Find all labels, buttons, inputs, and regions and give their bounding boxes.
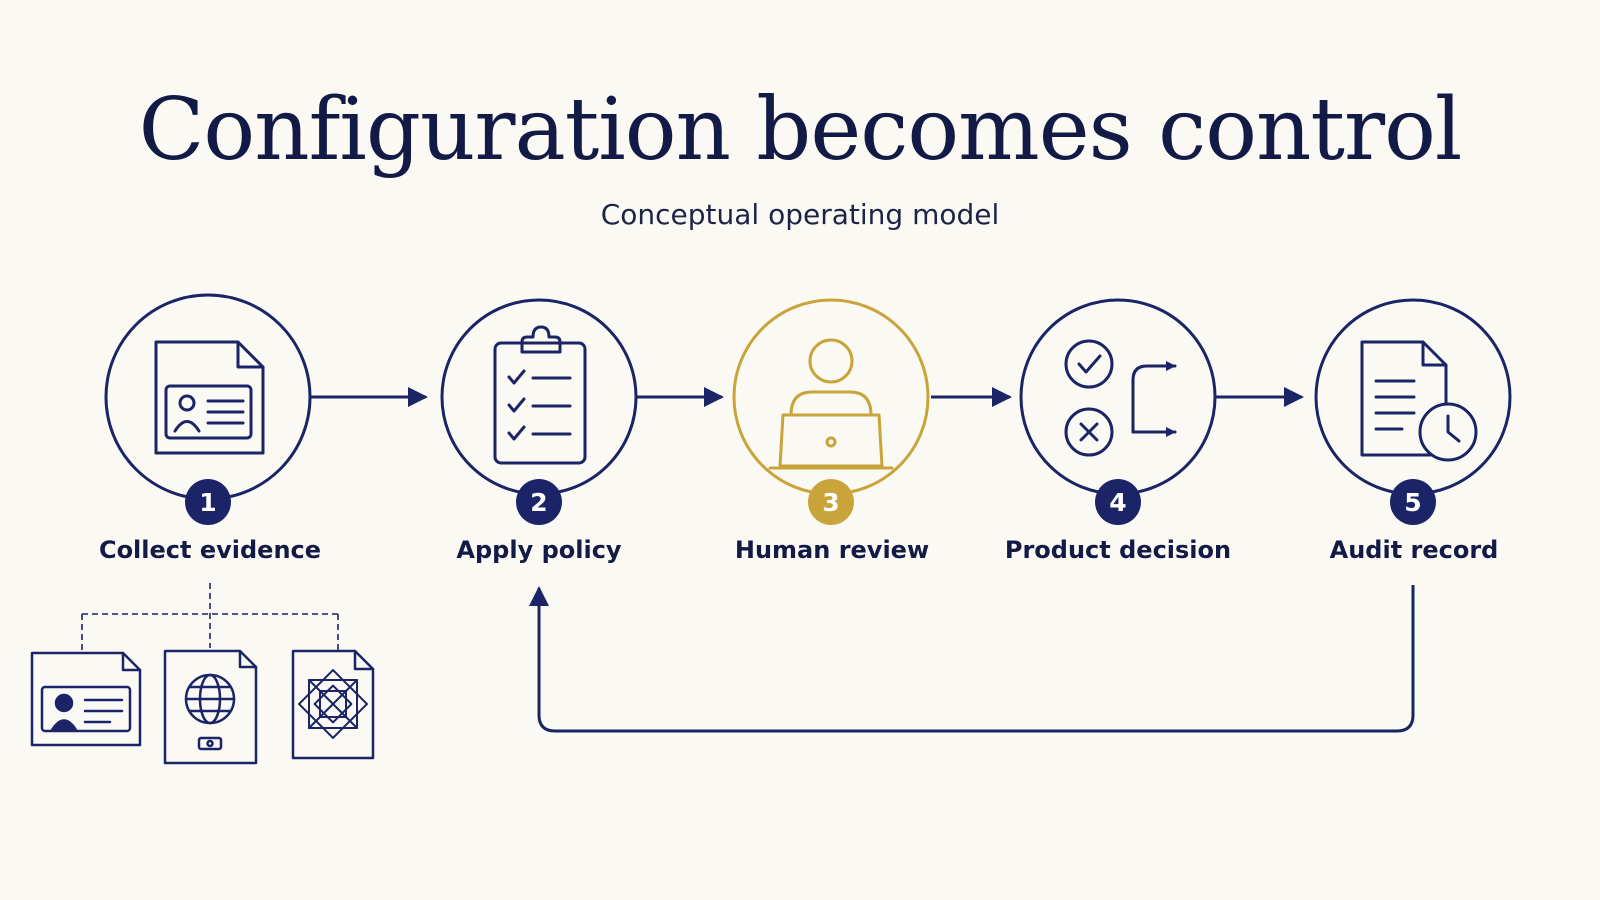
step-number-badge <box>185 479 231 525</box>
feedback-loop-arrow <box>529 585 1415 733</box>
approve-reject-branch-icon <box>1064 339 1177 457</box>
step-number-badge <box>516 479 562 525</box>
step-number: 1 <box>199 488 216 517</box>
step-label: Audit record <box>1330 536 1499 564</box>
id-card-document-icon <box>154 340 265 455</box>
step-label: Product decision <box>1005 536 1231 564</box>
step-number: 5 <box>1404 488 1421 517</box>
step-human-review: 3 Human review <box>732 298 930 564</box>
document-clock-icon <box>1360 340 1478 462</box>
step-product-decision: 4 Product decision <box>1005 298 1231 564</box>
page-subtitle: Conceptual operating model <box>600 198 1000 231</box>
step-apply-policy: 2 Apply policy <box>440 298 638 564</box>
person-laptop-icon <box>768 338 894 470</box>
step-label: Apply policy <box>456 536 622 564</box>
step-number-badge <box>1095 479 1141 525</box>
evidence-branch-connector <box>81 583 339 650</box>
step-audit-record: 5 Audit record <box>1314 298 1512 564</box>
step-number-badge <box>1390 479 1436 525</box>
step-number: 4 <box>1109 488 1126 517</box>
passport-icon <box>163 649 258 765</box>
step-label: Human review <box>735 536 929 564</box>
id-card-icon <box>30 651 142 747</box>
step-collect-evidence: 1 Collect evidence <box>99 293 321 564</box>
step-label: Collect evidence <box>99 536 321 564</box>
step-number: 2 <box>530 488 547 517</box>
patterned-document-icon <box>291 649 375 760</box>
page-title: Configuration becomes control <box>138 80 1463 180</box>
step-number-badge <box>808 479 854 525</box>
clipboard-checklist-icon <box>493 325 587 465</box>
step-number: 3 <box>822 488 839 517</box>
